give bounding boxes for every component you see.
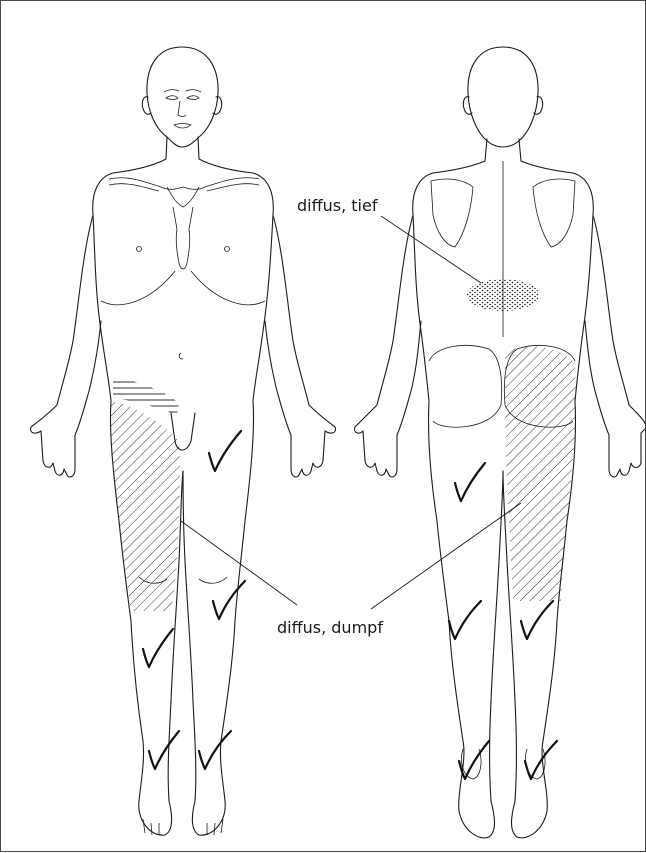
checkmark-icon bbox=[209, 431, 241, 471]
leader-lines bbox=[181, 216, 521, 609]
back-lower-thoracic-region bbox=[467, 279, 539, 311]
checkmark-icon bbox=[455, 463, 485, 501]
checkmark-icon bbox=[449, 601, 481, 639]
checkmark-icon bbox=[199, 731, 231, 769]
back-figure bbox=[355, 47, 646, 838]
front-thigh-region bbox=[110, 401, 179, 611]
checkmark-icon bbox=[521, 601, 553, 639]
label-diffus-dumpf: diffus, dumpf bbox=[277, 618, 383, 637]
label-diffus-tief: diffus, tief bbox=[297, 196, 378, 215]
front-figure bbox=[31, 47, 336, 835]
checkmark-icon bbox=[213, 581, 245, 619]
checkmark-icon bbox=[525, 741, 557, 779]
checkmarks bbox=[143, 431, 557, 779]
checkmark-icon bbox=[143, 629, 173, 667]
checkmark-icon bbox=[149, 731, 179, 769]
back-thigh-region bbox=[505, 346, 576, 601]
